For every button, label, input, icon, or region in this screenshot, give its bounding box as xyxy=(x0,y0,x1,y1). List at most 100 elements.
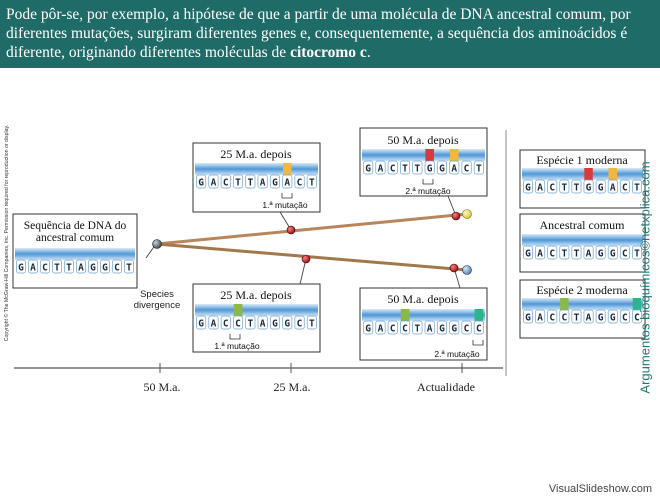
nucleotide-letter: A xyxy=(284,178,290,189)
mutation-highlight xyxy=(449,149,459,163)
nucleotide-letter: G xyxy=(439,164,445,175)
lower-node-50 xyxy=(449,263,459,273)
nucleotide-tile xyxy=(40,259,50,274)
nucleotide-letter: C xyxy=(549,249,555,260)
nucleotide-tile xyxy=(233,174,244,189)
nucleotide-letter: G xyxy=(451,324,457,335)
nucleotide-tile xyxy=(595,245,606,260)
nucleotide-letter: G xyxy=(525,183,531,194)
nucleotide-letter: A xyxy=(30,263,36,274)
nucleotide-letter: A xyxy=(211,178,217,189)
credit-text: Argumentos bioquímicos©netxplica.com xyxy=(637,161,653,394)
nucleotide-tile xyxy=(607,245,618,260)
nucleotide-letter: G xyxy=(439,324,445,335)
nucleotide-tile xyxy=(461,320,472,335)
nucleotide-tile xyxy=(208,315,219,330)
lower-25-mutation-label: 1.ª mutação xyxy=(214,341,259,351)
upper-branch xyxy=(156,212,468,246)
nucleotide-letter: A xyxy=(537,313,543,324)
mutation-highlight xyxy=(608,168,617,182)
nucleotide-tile xyxy=(424,160,435,175)
nucleotide-tile xyxy=(88,259,98,274)
nucleotide-letter: T xyxy=(574,183,580,194)
upper-25-bracket xyxy=(281,193,293,199)
nucleotide-tile xyxy=(583,179,594,194)
nucleotide-tile xyxy=(595,179,606,194)
upper-50-mutation-label: 2.ª mutação xyxy=(405,186,450,196)
nucleotide-tile xyxy=(64,259,74,274)
nucleotide-tile xyxy=(124,259,134,274)
nucleotide-tile xyxy=(523,309,533,324)
mutation-highlight xyxy=(400,309,410,323)
nucleotide-tile xyxy=(473,320,484,335)
nucleotide-tile xyxy=(363,160,374,175)
footer-watermark: VisualSlideshow.com xyxy=(548,483,652,495)
nucleotide-letter: T xyxy=(126,263,132,274)
upper-25-mutation-label: 1.ª mutação xyxy=(262,200,307,210)
nucleotide-letter: G xyxy=(598,249,604,260)
ancestral-title-line1: Sequência de DNA do xyxy=(24,220,127,232)
nucleotide-tile xyxy=(16,259,26,274)
nucleotide-letter: C xyxy=(549,183,555,194)
mutation-highlight xyxy=(474,309,484,323)
nucleotide-tile xyxy=(28,259,38,274)
nucleotide-letter: T xyxy=(561,183,567,194)
nucleotide-letter: T xyxy=(574,249,580,260)
species1-node xyxy=(462,209,472,219)
mutation-highlight xyxy=(233,304,243,318)
nucleotide-tile xyxy=(208,174,219,189)
nucleotide-letter: C xyxy=(390,164,396,175)
species2-title: Espécie 2 moderna xyxy=(536,283,628,297)
nucleotide-letter: C xyxy=(297,178,303,189)
nucleotide-letter: T xyxy=(476,164,482,175)
nucleotide-tile xyxy=(269,174,280,189)
nucleotide-letter: T xyxy=(309,319,315,330)
nucleotide-tile xyxy=(535,245,546,260)
nucleotide-letter: G xyxy=(598,183,604,194)
nucleotide-tile xyxy=(112,259,122,274)
nucleotide-tile xyxy=(559,245,570,260)
nucleotide-letter: A xyxy=(427,324,433,335)
nucleotide-tile xyxy=(257,315,268,330)
lower-50-bracket xyxy=(472,340,484,346)
nucleotide-letter: G xyxy=(598,313,604,324)
nucleotide-tile xyxy=(619,179,630,194)
nucleotide-letter: T xyxy=(402,164,408,175)
nucleotide-letter: A xyxy=(537,249,543,260)
nucleotide-tile xyxy=(306,315,317,330)
lower-50-mutation-label: 2.ª mutação xyxy=(434,349,479,359)
nucleotide-letter: A xyxy=(260,319,266,330)
nucleotide-tile xyxy=(571,309,582,324)
dna-backbone xyxy=(522,298,643,310)
nucleotide-letter: T xyxy=(66,263,72,274)
nucleotide-tile xyxy=(76,259,86,274)
nucleotide-letter: T xyxy=(247,178,253,189)
nucleotide-tile xyxy=(619,309,630,324)
nucleotide-tile xyxy=(583,309,594,324)
nucleotide-letter: T xyxy=(414,324,420,335)
nucleotide-letter: C xyxy=(235,319,241,330)
nucleotide-tile xyxy=(282,315,293,330)
nucleotide-tile xyxy=(245,315,256,330)
nucleotide-tile xyxy=(436,160,447,175)
nucleotide-tile xyxy=(375,320,386,335)
nucleotide-tile xyxy=(100,259,110,274)
nucleotide-letter: C xyxy=(223,319,229,330)
dna-backbone xyxy=(195,163,318,175)
mutation-highlight xyxy=(560,298,569,312)
nucleotide-letter: G xyxy=(198,319,204,330)
lower-25-title: 25 M.a. depois xyxy=(220,288,292,302)
nucleotide-letter: C xyxy=(114,263,120,274)
dna-backbone xyxy=(362,309,485,321)
nucleotide-letter: C xyxy=(622,183,628,194)
intro-text-main: Pode pôr-se, por exemplo, a hipótese de … xyxy=(6,6,631,61)
nucleotide-tile xyxy=(387,160,398,175)
